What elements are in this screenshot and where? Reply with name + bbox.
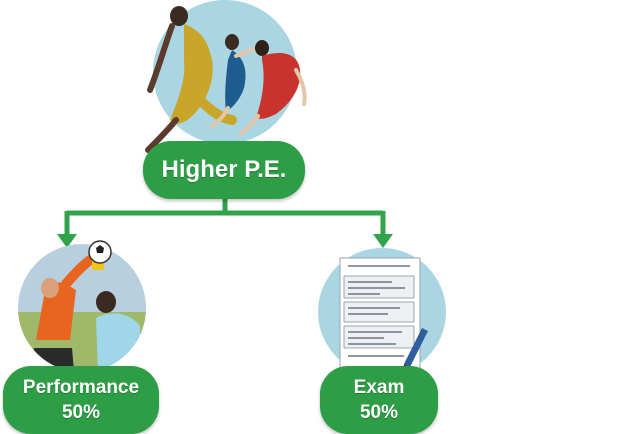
branch-weight: 50% (359, 402, 399, 423)
branch-label: Performance (22, 377, 140, 398)
dancers-illustration (145, 0, 307, 153)
dancer-yellow (145, 6, 237, 153)
root-node-title: Higher P.E. (161, 156, 287, 183)
exam-paper (339, 257, 421, 369)
arrowhead-left (57, 234, 77, 248)
tree-connectors (64, 196, 386, 236)
branch-label: Exam (353, 377, 405, 398)
branch-node-exam: Exam 50% (320, 366, 438, 434)
exam-paper-pen-illustration (318, 248, 446, 376)
football-goalkeeper-illustration (18, 240, 146, 372)
branch-node-performance: Performance 50% (3, 366, 159, 434)
arrowhead-right (373, 234, 393, 248)
root-node-higher-pe: Higher P.E. (143, 141, 305, 199)
branch-weight: 50% (61, 402, 101, 423)
dancer-red (238, 40, 307, 136)
